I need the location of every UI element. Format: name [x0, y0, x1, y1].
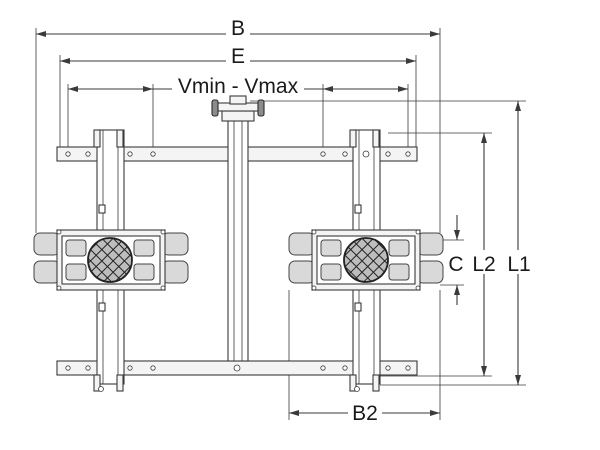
left-roller-module: [33, 229, 189, 291]
dimension-l2: L2: [380, 132, 498, 377]
label-e: E: [231, 45, 245, 68]
dimension-l1: L1: [250, 100, 533, 386]
dimension-vmin-vmax: Vmin - Vmax: [67, 74, 409, 148]
label-vmin-vmax: Vmin - Vmax: [178, 75, 299, 98]
dimension-b: B: [35, 17, 441, 233]
dimension-c: C: [440, 215, 464, 305]
label-l2: L2: [472, 253, 495, 276]
dimension-e: E: [59, 45, 417, 148]
right-roller-module: [288, 229, 444, 291]
label-l1: L1: [507, 253, 530, 276]
dimension-b2: B2: [288, 290, 441, 425]
bottom-crossbar: [56, 360, 418, 376]
label-c: C: [448, 253, 463, 276]
tow-handle: [211, 95, 265, 122]
label-b2: B2: [352, 402, 378, 425]
label-b: B: [231, 17, 245, 40]
left-turntable-icon: [87, 237, 133, 283]
right-turntable-icon: [343, 237, 389, 283]
center-spine: [227, 114, 249, 362]
